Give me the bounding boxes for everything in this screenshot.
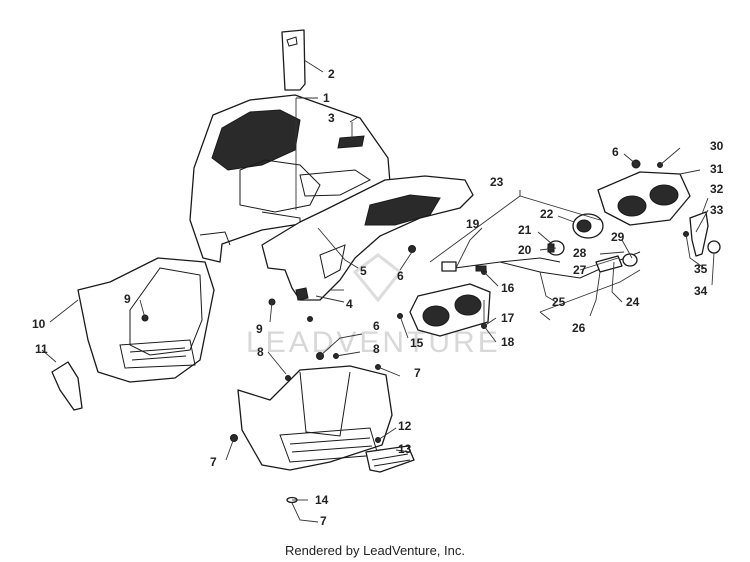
callout-22: 22 [540, 207, 554, 221]
part-headlight-bulb [572, 213, 604, 239]
callout-29: 29 [611, 230, 625, 244]
callout-2: 2 [328, 67, 335, 81]
footer-credit: Rendered by LeadVenture, Inc. [285, 543, 465, 558]
callout-21: 21 [518, 223, 532, 237]
callout-23: 23 [490, 175, 504, 189]
callout-30: 30 [710, 139, 724, 153]
callout-6b: 6 [373, 319, 380, 333]
callout-4: 4 [346, 297, 353, 311]
callout-15: 15 [410, 336, 424, 350]
callout-12: 12 [398, 419, 412, 433]
part-license-bracket [689, 211, 709, 257]
group-brackets [429, 190, 641, 321]
part-decal-sheet [281, 29, 306, 91]
part-front-fender [189, 94, 474, 301]
callout-8a: 8 [257, 345, 264, 359]
callout-28: 28 [573, 246, 587, 260]
callout-18: 18 [501, 335, 515, 349]
callouts: 2 1 3 5 6 4 9 10 11 9 6 8 8 7 7 12 13 14… [32, 67, 724, 528]
callout-7c: 7 [320, 514, 327, 528]
callout-8b: 8 [373, 342, 380, 356]
callout-1: 1 [323, 91, 330, 105]
callout-6a: 6 [397, 269, 404, 283]
callout-7a: 7 [414, 366, 421, 380]
callout-10: 10 [32, 317, 46, 331]
callout-27: 27 [573, 263, 587, 277]
callout-9a: 9 [124, 292, 131, 306]
part-taillight-housing [597, 171, 691, 226]
callout-14: 14 [315, 493, 329, 507]
callout-5: 5 [360, 264, 367, 278]
part-right-footwell [237, 365, 393, 471]
callout-25: 25 [552, 295, 566, 309]
callout-7b: 7 [210, 455, 217, 469]
part-reflector [707, 240, 721, 254]
callout-6c: 6 [612, 145, 619, 159]
callout-20: 20 [518, 243, 532, 257]
callout-26: 26 [572, 321, 586, 335]
callout-17: 17 [501, 311, 515, 325]
callout-13: 13 [398, 442, 412, 456]
callout-19: 19 [466, 217, 480, 231]
callout-33: 33 [710, 203, 724, 217]
callout-35: 35 [694, 262, 708, 276]
callout-16: 16 [501, 281, 515, 295]
callout-32: 32 [710, 182, 724, 196]
callout-31: 31 [710, 162, 724, 176]
callout-24: 24 [626, 295, 640, 309]
callout-9b: 9 [256, 322, 263, 336]
part-decal-small [337, 135, 365, 149]
leader-lines [41, 59, 715, 523]
callout-3: 3 [328, 111, 335, 125]
part-headlight-housing [409, 283, 491, 337]
callout-11: 11 [35, 342, 48, 356]
callout-34: 34 [694, 284, 708, 298]
part-mud-flap [51, 361, 83, 411]
